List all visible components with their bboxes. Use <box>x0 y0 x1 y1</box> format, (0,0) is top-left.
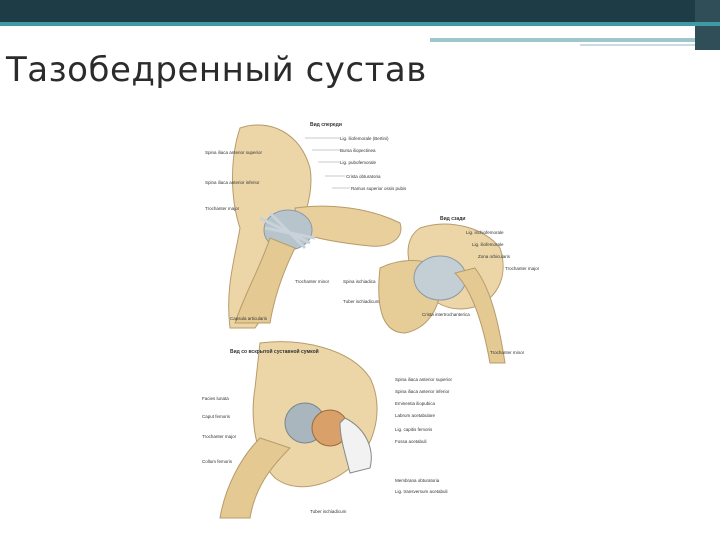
label-pubofemorale: Lig. pubofemorale <box>340 160 377 165</box>
label-ramus-superior: Ramus superior ossis pubis <box>351 186 407 191</box>
label-capsula: Capsula articularis <box>230 316 268 321</box>
label-b-spina-sup: Spina iliaca anterior superior <box>395 377 453 382</box>
label-b-collum: Collum femoris <box>202 459 233 464</box>
panel-heading-posterior: Вид сзади <box>440 216 465 222</box>
opened-capsule-panel: Вид со вскрытой суставной сумкой Spina i… <box>202 341 453 519</box>
posterior-view-panel: Вид сзади Lig. ischiofemorale Lig. iliof… <box>343 216 540 364</box>
label-trochanter-major: Trochanter major <box>205 206 240 211</box>
hip-joint-illustration: Вид спереди Lig. iliofemorale (Bertini) … <box>200 118 545 526</box>
panel-heading-opened: Вид со вскрытой суставной сумкой <box>230 348 319 355</box>
label-b-trochanter-major: Trochanter major <box>202 434 237 439</box>
accent-line-thin <box>580 44 695 46</box>
panel-heading-anterior: Вид спереди <box>310 122 342 128</box>
label-trochanter-minor: Trochanter minor <box>295 279 330 284</box>
label-trochanter-major-post: Trochanter major <box>505 266 540 271</box>
label-b-tuber: Tuber ischiadicum <box>310 509 347 514</box>
label-b-eminentia: Eminentia iliopubica <box>395 401 436 406</box>
label-spina-inf: Spina iliaca anterior inferior <box>205 180 260 185</box>
label-tuber-ischiadicum: Tuber ischiadicum <box>343 299 380 304</box>
label-crista-obturatoria: Crista obturatoria <box>346 174 381 179</box>
label-b-transversum: Lig. transversum acetabuli <box>395 489 448 494</box>
accent-line-short <box>430 38 695 42</box>
label-iliofemorale-post: Lig. iliofemorale <box>472 242 504 247</box>
label-bursa: Bursa iliopectinea <box>340 148 376 153</box>
label-crista-intertroch: Crista intertrochanterica <box>422 312 470 317</box>
label-b-spina-inf: Spina iliaca anterior inferior <box>395 389 450 394</box>
top-bar <box>0 0 720 22</box>
label-spina-ischiadica: Spina ischiadica <box>343 279 376 284</box>
label-ischiofemorale: Lig. ischiofemorale <box>466 230 504 235</box>
anterior-view-panel: Вид спереди Lig. iliofemorale (Bertini) … <box>205 122 407 329</box>
accent-line <box>0 22 720 26</box>
label-iliofemorale: Lig. iliofemorale (Bertini) <box>340 136 389 141</box>
label-b-facies-lunata: Facies lunata <box>202 396 229 401</box>
label-b-lig-capitis: Lig. capitis femoris <box>395 427 433 432</box>
label-b-labrum: Labrum acetabulare <box>395 413 436 418</box>
slide-title: Тазобедренный сустав <box>6 50 427 90</box>
label-spina-sup: Spina iliaca anterior superior <box>205 150 263 155</box>
label-zona-orbicularis: Zona orbicularis <box>478 254 511 259</box>
label-b-fossa: Fossa acetabuli <box>395 439 427 444</box>
label-trochanter-minor-post: Trochanter minor <box>490 350 525 355</box>
label-b-membrana: Membrana obturatoria <box>395 478 440 483</box>
label-b-caput: Caput femoris <box>202 414 231 419</box>
